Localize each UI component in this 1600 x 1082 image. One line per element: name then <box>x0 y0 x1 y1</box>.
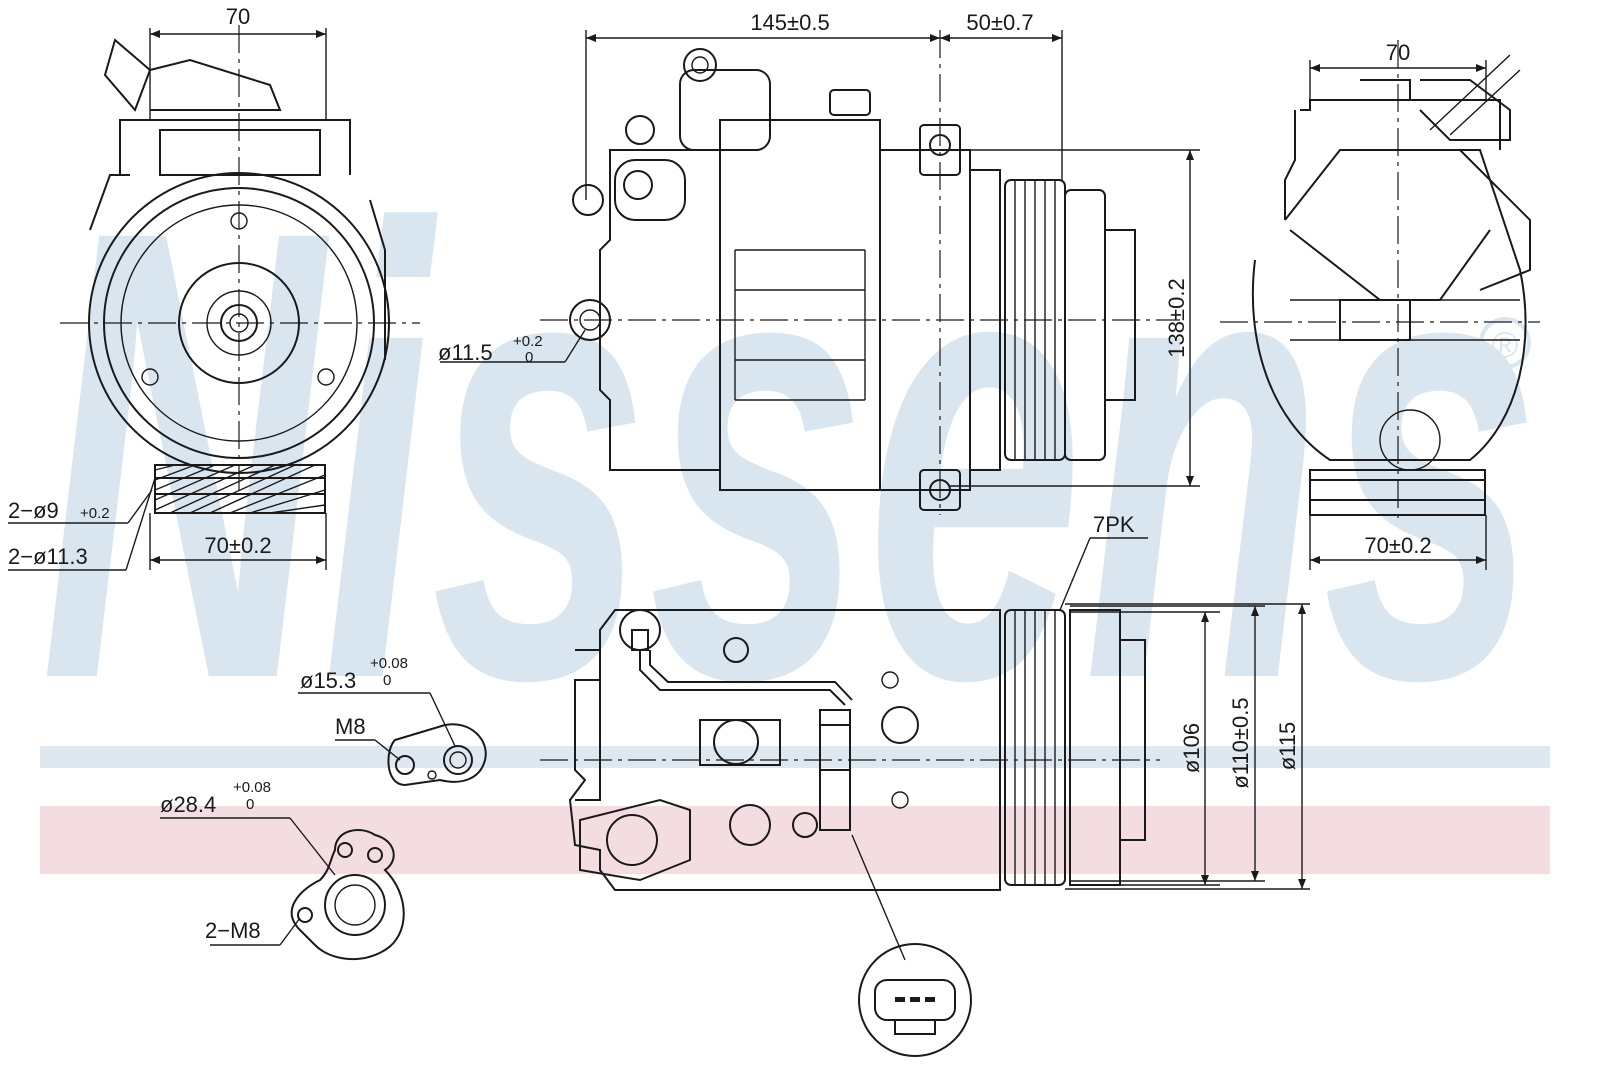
front-clutch-length-label: 50±0.7 <box>966 10 1033 35</box>
port-diameter-tol-lower: 0 <box>525 349 533 366</box>
right-top-width-label: 70 <box>1386 40 1410 65</box>
port-diameter-label: ø11.5 <box>438 340 493 365</box>
fitting-details: ø15.3 +0.08 0 M8 ø28.4 +0.08 0 2−M8 <box>160 655 487 961</box>
top-plan-view: ø106 ø110±0.5 ø115 7PK <box>540 512 1310 1057</box>
front-length-label: 145±0.5 <box>750 10 829 35</box>
port-diameter-tol-upper: +0.2 <box>513 333 543 350</box>
fitting-small-tol-lower: 0 <box>383 672 391 689</box>
hole-small-tolerance: +0.2 <box>80 505 110 522</box>
fitting-small-thread-label: M8 <box>335 714 366 739</box>
front-height-label: 138±0.2 <box>1164 278 1189 357</box>
fitting-large-tol-upper: +0.08 <box>233 779 271 796</box>
left-bottom-width-label: 70±0.2 <box>204 533 271 558</box>
registered-mark: ® <box>1492 324 1519 365</box>
fitting-large-tol-lower: 0 <box>246 796 254 813</box>
fitting-small-tol-upper: +0.08 <box>370 655 408 672</box>
pulley-d1-label: ø106 <box>1179 723 1204 773</box>
pulley-d2-label: ø110±0.5 <box>1228 697 1253 788</box>
fitting-large-diameter-label: ø28.4 <box>160 792 216 817</box>
fitting-large-thread-label: 2−M8 <box>205 918 261 943</box>
fitting-small-diameter-label: ø15.3 <box>300 668 356 693</box>
right-end-view: 70 70±0.2 <box>1220 40 1540 570</box>
watermark-red-band <box>40 806 1550 874</box>
hole-large-label: 2−ø11.3 <box>8 544 88 569</box>
pulley-d3-label: ø115 <box>1275 722 1300 771</box>
watermark-blue-band <box>40 746 1550 768</box>
left-end-view: 70 70±0.2 2−ø9 +0.2 2−ø11.3 <box>8 4 420 571</box>
left-top-width-label: 70 <box>226 4 250 29</box>
hole-small-label: 2−ø9 <box>8 498 59 523</box>
watermark: Nissens ® <box>40 97 1550 874</box>
front-side-view: 145±0.5 50±0.7 138±0.2 ø11.5 +0.2 0 <box>438 10 1200 515</box>
registered-mark-circle <box>1479 317 1531 369</box>
right-bottom-width-label: 70±0.2 <box>1364 533 1431 558</box>
belt-type-label: 7PK <box>1093 512 1135 537</box>
